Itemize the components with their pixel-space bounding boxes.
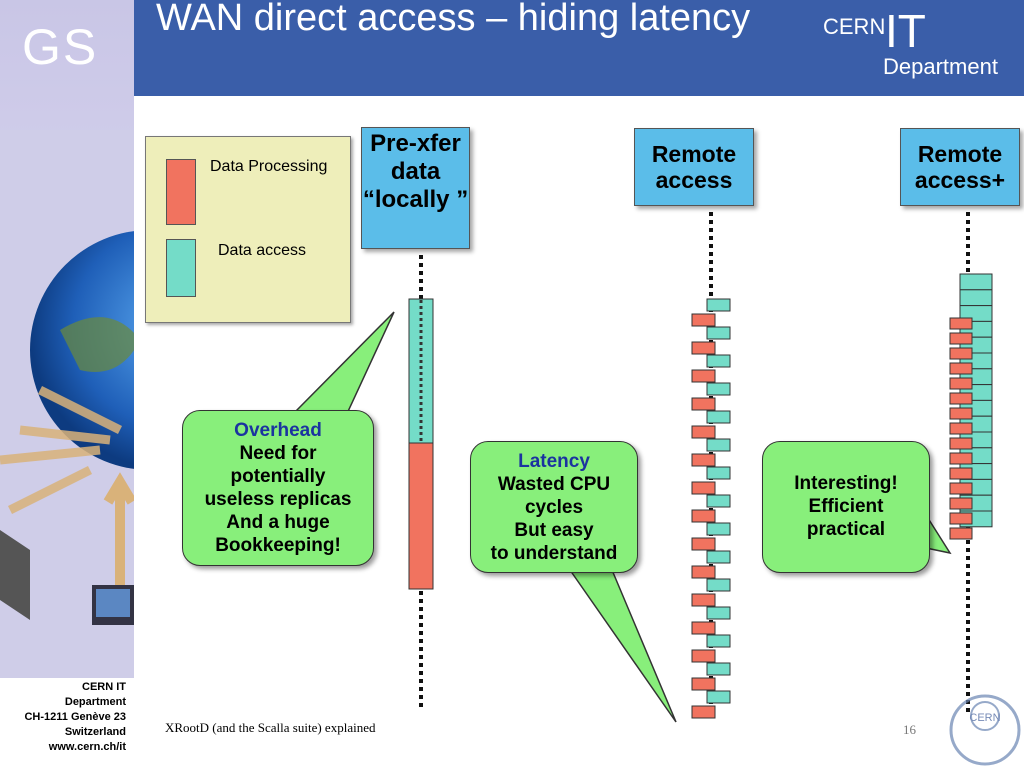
remote-access-block: [706, 522, 731, 536]
overhead-line: Bookkeeping!: [215, 535, 341, 556]
globe-network-illustration: [0, 130, 134, 680]
address-line: Switzerland: [64, 726, 126, 738]
processing-swatch: [166, 159, 196, 225]
legend-box: Data Processing Data access: [145, 136, 351, 323]
access-swatch: [166, 239, 196, 297]
remote-access-block: [706, 494, 731, 508]
remote-access-column-title: Remote access: [634, 128, 754, 206]
remote-access-block: [706, 326, 731, 340]
remote-access-block: [706, 634, 731, 648]
legend-access-label: Data access: [218, 242, 307, 259]
remote-processing-block: [691, 677, 716, 691]
remote-processing-block: [691, 649, 716, 663]
overhead-line: And a huge: [226, 512, 330, 533]
remote-processing-block: [691, 425, 716, 439]
gs-logo: GS: [22, 19, 99, 75]
latency-line: Wasted CPU: [497, 474, 611, 495]
interesting-callout: Interesting! Efficient practical: [762, 441, 930, 573]
prexfer-column-title: Pre-xfer data “locally ”: [361, 127, 470, 249]
latency-line: cycles: [524, 497, 584, 518]
address-line: CH-1211 Genève 23: [24, 711, 126, 723]
remote-access-block: [706, 606, 731, 620]
remote-processing-block: [691, 509, 716, 523]
overhead-line: potentially: [230, 466, 326, 487]
remote-plus-processing-block: [949, 317, 973, 330]
prexfer-processing-bar: [408, 442, 434, 590]
latency-line: But easy: [514, 520, 594, 541]
remote-access-block: [706, 550, 731, 564]
remote-plus-processing-block: [949, 332, 973, 345]
remote-plus-processing-block: [949, 497, 973, 510]
remote-processing-block: [691, 453, 716, 467]
latency-line: to understand: [490, 543, 618, 564]
address-line: www.cern.ch/it: [48, 741, 126, 753]
remote-plus-processing-block: [949, 377, 973, 390]
logo-it-text: IT: [885, 5, 926, 57]
remote-processing-block: [691, 313, 716, 327]
remote-plus-processing-block: [949, 362, 973, 375]
interesting-line: Efficient: [808, 496, 884, 517]
svg-text:CERN: CERN: [969, 712, 1000, 724]
remote-plus-processing-block: [949, 392, 973, 405]
footer-caption: XRootD (and the Scalla suite) explained: [165, 720, 376, 735]
header-bar: WAN direct access – hiding latency CERN …: [134, 0, 1024, 96]
remote-processing-block: [691, 621, 716, 635]
remote-processing-block: [691, 397, 716, 411]
logo-department-text: Department: [883, 54, 998, 79]
latency-callout: Latency Wasted CPU cycles But easy to un…: [470, 441, 638, 573]
sidebar: GS CERN IT Department CH-1211 Genève 23 …: [0, 0, 134, 768]
remote-access-block: [706, 410, 731, 424]
overhead-callout: Overhead Need for potentially useless re…: [182, 410, 374, 566]
overhead-line: Need for: [239, 443, 317, 464]
remote-processing-block: [691, 481, 716, 495]
overhead-line: useless replicas: [204, 489, 352, 510]
cern-seal: CERN: [949, 694, 1021, 766]
remote-plus-processing-block: [949, 512, 973, 525]
cern-it-logo: CERN IT Department: [823, 5, 1018, 82]
remote-access-block: [706, 438, 731, 452]
overhead-bubble-tail: [293, 311, 395, 419]
remote-plus-processing-block: [949, 422, 973, 435]
interesting-line: practical: [806, 519, 886, 540]
prexfer-access-bar: [408, 298, 434, 444]
remote-access-block: [706, 466, 731, 480]
remote-access-block: [706, 662, 731, 676]
remote-access-block: [706, 298, 731, 312]
address-block: CERN IT Department CH-1211 Genève 23 Swi…: [0, 678, 134, 768]
remote-processing-block: [691, 565, 716, 579]
remote-plus-processing-block: [949, 527, 973, 540]
legend-processing-label: Data Processing: [210, 158, 328, 175]
remote-access-plus-column-title: Remote access+: [900, 128, 1020, 206]
latency-highlight: Latency: [518, 451, 590, 472]
remote-access-block: [706, 354, 731, 368]
address-line: Department: [64, 696, 126, 708]
remote-plus-processing-block: [949, 347, 973, 360]
remote-plus-processing-block: [949, 482, 973, 495]
remote-processing-block: [691, 593, 716, 607]
remote-access-block: [706, 690, 731, 704]
interesting-line: Interesting!: [794, 473, 898, 494]
remote-plus-access-block: [959, 273, 993, 291]
slide-title: WAN direct access – hiding latency: [156, 0, 751, 39]
page-number: 16: [903, 722, 916, 737]
overhead-highlight: Overhead: [234, 420, 322, 441]
remote-processing-block: [691, 705, 716, 719]
remote-access-block: [706, 382, 731, 396]
remote-plus-processing-block: [949, 407, 973, 420]
latency-bubble-tail: [568, 569, 677, 723]
remote-processing-block: [691, 341, 716, 355]
remote-plus-access-block: [959, 289, 993, 307]
address-line: CERN IT: [82, 681, 126, 693]
remote-plus-processing-block: [949, 437, 973, 450]
remote-plus-blocks: [949, 273, 993, 540]
logo-cern-text: CERN: [823, 14, 886, 39]
remote-access-blocks: [691, 298, 731, 719]
remote-processing-block: [691, 537, 716, 551]
remote-access-block: [706, 578, 731, 592]
remote-processing-block: [691, 369, 716, 383]
remote-plus-processing-block: [949, 452, 973, 465]
remote-plus-processing-block: [949, 467, 973, 480]
